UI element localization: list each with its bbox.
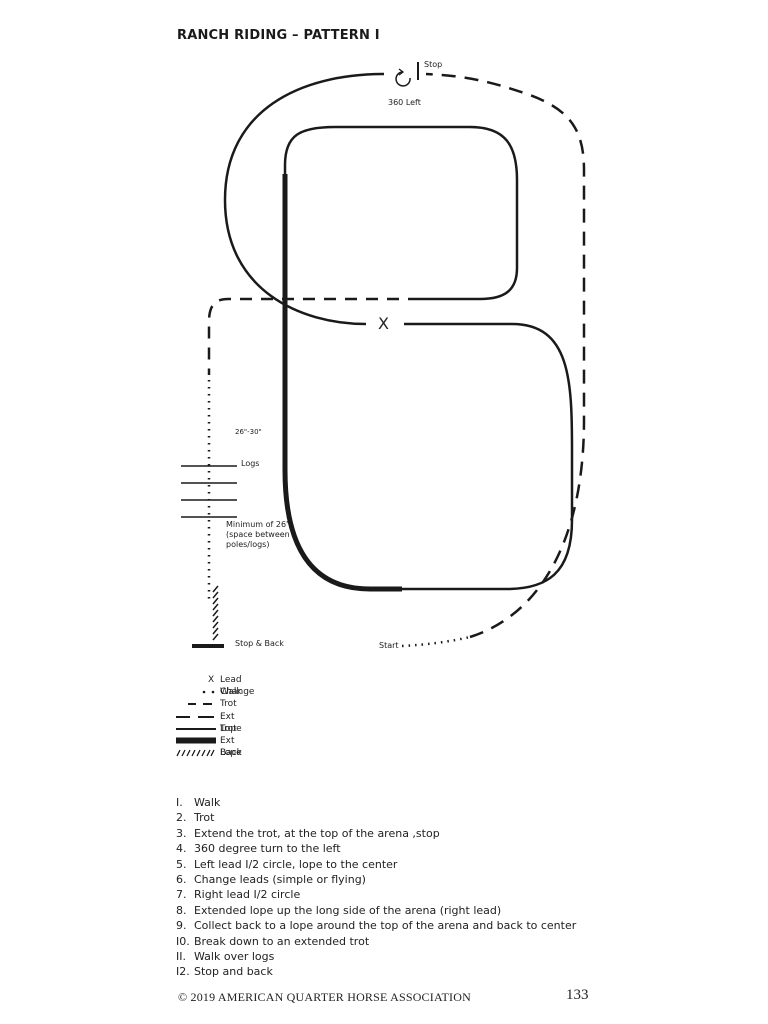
step-item: 5.Left lead I/2 circle, lope to the cent… [176, 857, 398, 871]
turn-label: 360 Left [388, 98, 421, 107]
step-item: 8.Extended lope up the long side of the … [176, 903, 502, 917]
lead-change-marker: X [378, 314, 389, 333]
back-path [212, 585, 219, 641]
step-item: 9.Collect back to a lope around the top … [176, 919, 577, 933]
stop-label: Stop [424, 60, 443, 69]
ext-trot-line-icon [176, 715, 214, 718]
ext-lope-line-icon [176, 737, 216, 744]
trot-line-icon [188, 703, 212, 706]
ext-lope-path [282, 174, 402, 592]
start-label: Start [379, 641, 399, 650]
step-item: 7.Right lead I/2 circle [176, 888, 301, 902]
step-item: 3.Extend the trot, at the top of the are… [176, 826, 440, 840]
walk-path-start [401, 635, 471, 648]
page-title: RANCH RIDING – PATTERN I [177, 28, 380, 43]
page-number: 133 [566, 987, 589, 1003]
pattern-diagram [181, 62, 586, 648]
ext-trot-path [425, 72, 586, 639]
log-spacing-label: 26"-30" [235, 428, 262, 436]
step-item: I2.Stop and back [176, 965, 273, 979]
lope-top-path [283, 125, 519, 301]
steps-list: I.Walk 2.Trot 3.Extend the trot, at the … [176, 795, 576, 980]
step-item: II.Walk over logs [176, 950, 275, 964]
lope-right-lead-path [402, 322, 574, 591]
walk-line-icon [202, 690, 215, 694]
logs-label: Logs [241, 459, 260, 468]
step-item: 2.Trot [176, 811, 215, 825]
step-item: 4.360 degree turn to the left [176, 842, 341, 856]
step-item: 6.Change leads (simple or flying) [176, 873, 366, 887]
turn-360-icon [395, 71, 411, 87]
stop-back-label: Stop & Back [235, 639, 284, 648]
lope-left-lead-path [223, 72, 385, 326]
copyright-footer: © 2019 AMERICAN QUARTER HORSE ASSOCIATIO… [178, 990, 471, 1004]
ext-trot-to-logs-path [207, 297, 420, 375]
back-line-icon [176, 749, 215, 757]
step-item: I.Walk [176, 796, 221, 809]
lope-line-icon [176, 727, 216, 730]
minimum-spacing-label: Minimum of 26" (space between poles/logs… [226, 520, 290, 549]
step-item: I0.Break down to an extended trot [176, 934, 370, 948]
x-icon: X [208, 675, 215, 685]
